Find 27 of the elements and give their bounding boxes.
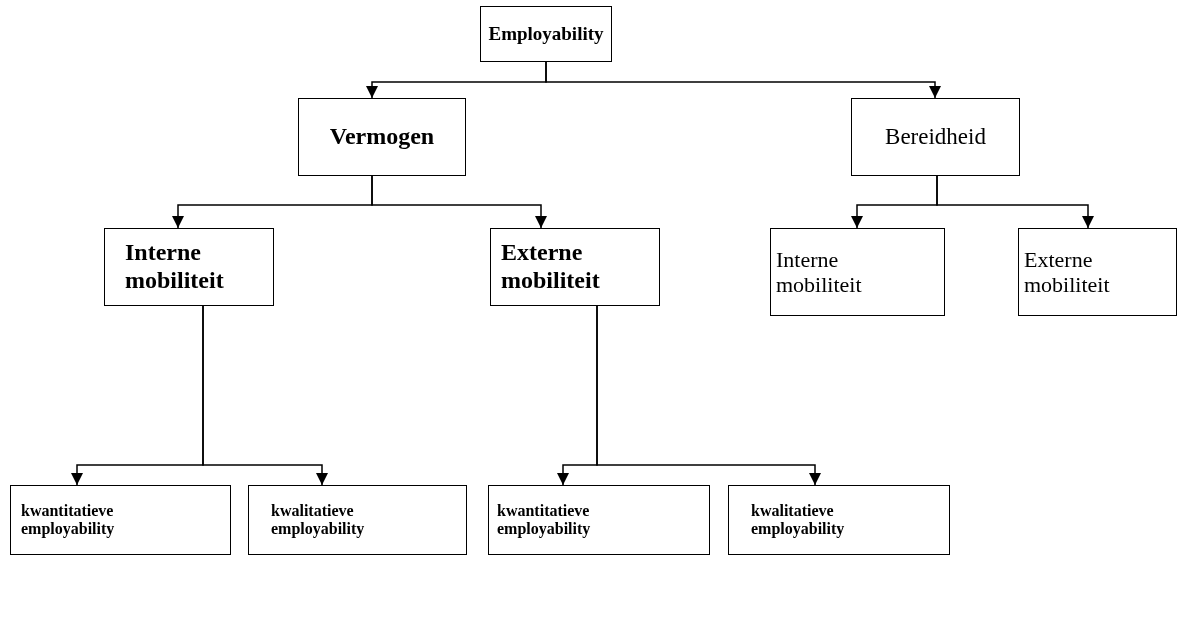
box-label: kwalitatieve employability — [751, 501, 846, 539]
box — [480, 6, 612, 62]
box-label: kwantitatieve employability — [21, 501, 116, 539]
box — [770, 228, 945, 316]
box-label: Externe mobiliteit — [501, 239, 601, 295]
box — [104, 228, 274, 306]
box — [248, 485, 467, 555]
box-label: kwantitatieve employability — [497, 501, 592, 539]
box-label: Employability — [488, 23, 604, 45]
box-label: kwalitatieve employability — [271, 501, 366, 539]
box — [1018, 228, 1177, 316]
arrow — [371, 175, 547, 229]
box — [488, 485, 710, 555]
box — [10, 485, 231, 555]
box — [851, 98, 1020, 176]
arrow — [545, 61, 941, 99]
arrow — [596, 305, 821, 486]
arrow — [936, 175, 1094, 229]
arrow — [202, 305, 328, 486]
box — [490, 228, 660, 306]
box-label: Interne mobiliteit — [776, 246, 863, 298]
box-label: Vermogen — [329, 123, 435, 151]
box — [728, 485, 950, 555]
box — [298, 98, 466, 176]
box-label: Interne mobiliteit — [125, 239, 225, 295]
box-label: Externe mobiliteit — [1024, 246, 1111, 298]
box-label: Bereidheid — [885, 123, 986, 151]
